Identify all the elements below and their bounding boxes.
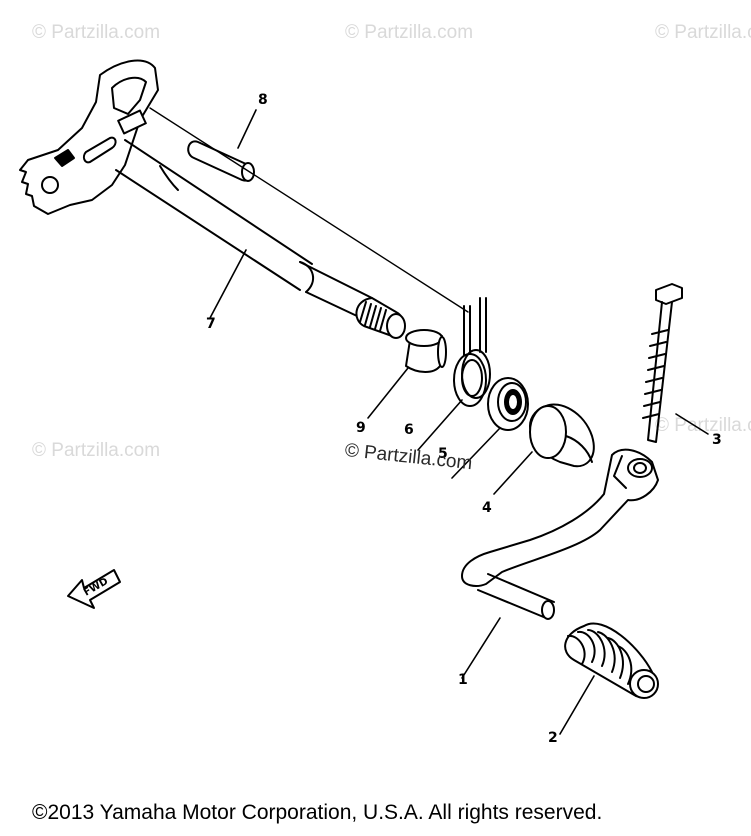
callout-3: 3 <box>712 432 722 448</box>
oil-seal <box>451 377 529 479</box>
pin <box>187 109 257 182</box>
watermark-top-right: © Partzilla.com <box>655 22 751 43</box>
callout-8: 8 <box>258 92 268 108</box>
collar <box>367 329 447 419</box>
callout-2: 2 <box>548 730 558 746</box>
shift-shaft <box>19 59 406 339</box>
torsion-spring <box>417 297 491 451</box>
bushing <box>493 403 595 495</box>
callout-1: 1 <box>458 672 468 688</box>
callout-5: 5 <box>438 446 448 462</box>
shift-pedal <box>461 448 659 679</box>
pedal-rubber <box>559 622 659 735</box>
callout-6: 6 <box>404 422 414 438</box>
fwd-arrow-icon <box>67 569 121 609</box>
watermark-mid-left: © Partzilla.com <box>32 440 161 461</box>
watermark-top-center: © Partzilla.com <box>345 22 474 43</box>
watermark-top-left: © Partzilla.com <box>32 22 161 43</box>
callout-7: 7 <box>206 316 216 332</box>
bolt <box>642 283 709 443</box>
shaft-spline <box>355 297 406 339</box>
watermark-mid-right: © Partzilla.com <box>655 415 751 436</box>
callout-9: 9 <box>356 420 366 436</box>
copyright-notice: ©2013 Yamaha Motor Corporation, U.S.A. A… <box>32 801 603 824</box>
callout-4: 4 <box>482 500 492 516</box>
